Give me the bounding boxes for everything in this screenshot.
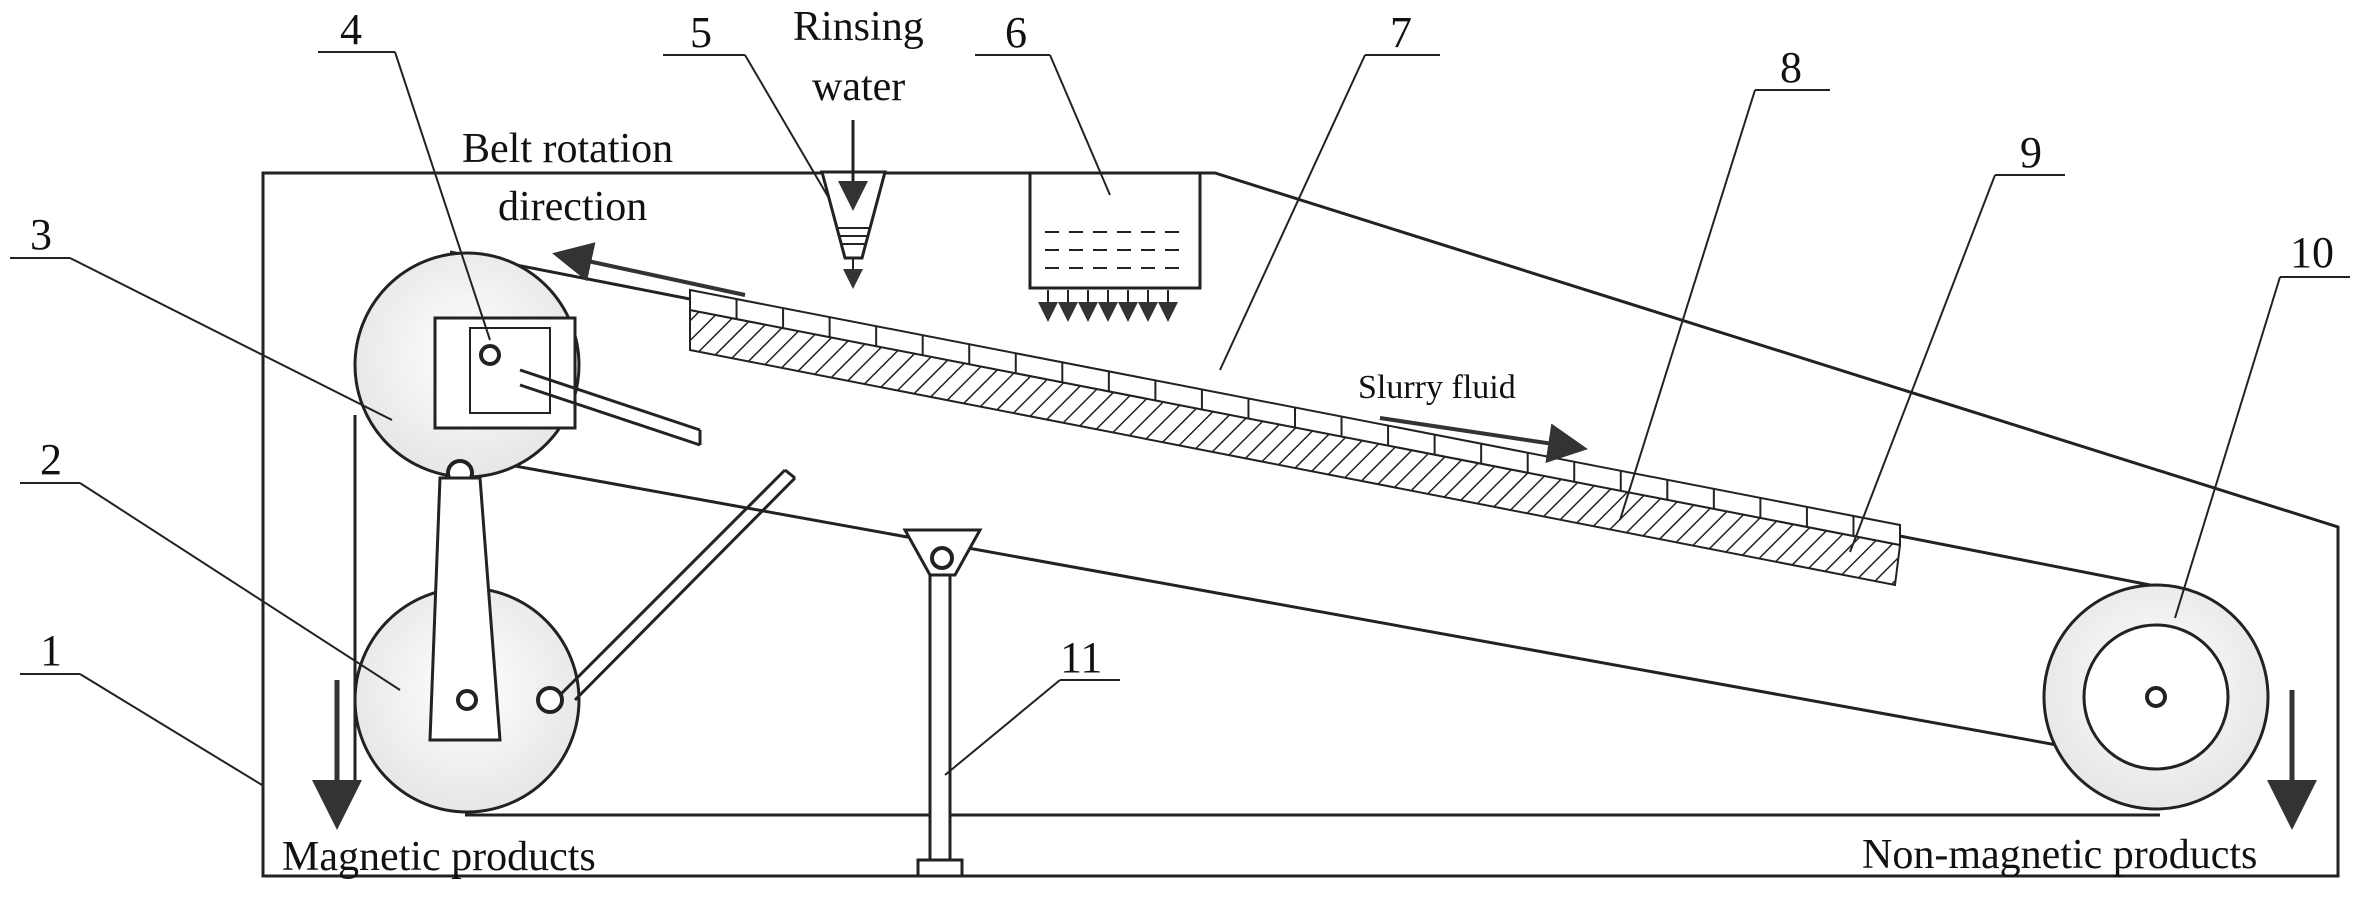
label-7: 7 bbox=[1390, 8, 1412, 57]
spray-box bbox=[1028, 171, 1202, 322]
support-post bbox=[902, 528, 983, 878]
slurry-fluid-label: Slurry fluid bbox=[1358, 369, 1516, 406]
label-2: 2 bbox=[40, 435, 62, 484]
lower-left-drum bbox=[353, 468, 797, 814]
belt-rotation-arrow bbox=[552, 242, 746, 297]
label-3: 3 bbox=[30, 210, 52, 259]
label-10: 10 bbox=[2290, 228, 2334, 277]
slurry-flow-arrow bbox=[1379, 416, 1588, 464]
leader-lines bbox=[10, 51, 2350, 786]
upper-drum bbox=[353, 251, 702, 487]
belt-cleats bbox=[689, 288, 1902, 587]
label-1: 1 bbox=[40, 626, 62, 675]
label-5: 5 bbox=[690, 8, 712, 57]
belt-rotation-label-line1: Belt rotation bbox=[462, 126, 673, 172]
nonmagnetic-products-label: Non-magnetic products bbox=[1862, 832, 2257, 878]
magnetic-products-label: Magnetic products bbox=[282, 834, 596, 880]
label-8: 8 bbox=[1780, 43, 1802, 92]
belt-rotation-label-line2: direction bbox=[498, 184, 647, 230]
housing-frame bbox=[261, 171, 2340, 878]
rinsing-water-label-line2: water bbox=[812, 64, 905, 110]
rinsing-nozzle bbox=[820, 120, 887, 289]
right-drum bbox=[2042, 583, 2270, 811]
label-4: 4 bbox=[340, 5, 362, 54]
label-11: 11 bbox=[1060, 633, 1102, 682]
label-6: 6 bbox=[1005, 8, 1027, 57]
rinsing-water-label-line1: Rinsing bbox=[793, 4, 924, 50]
label-9: 9 bbox=[2020, 128, 2042, 177]
